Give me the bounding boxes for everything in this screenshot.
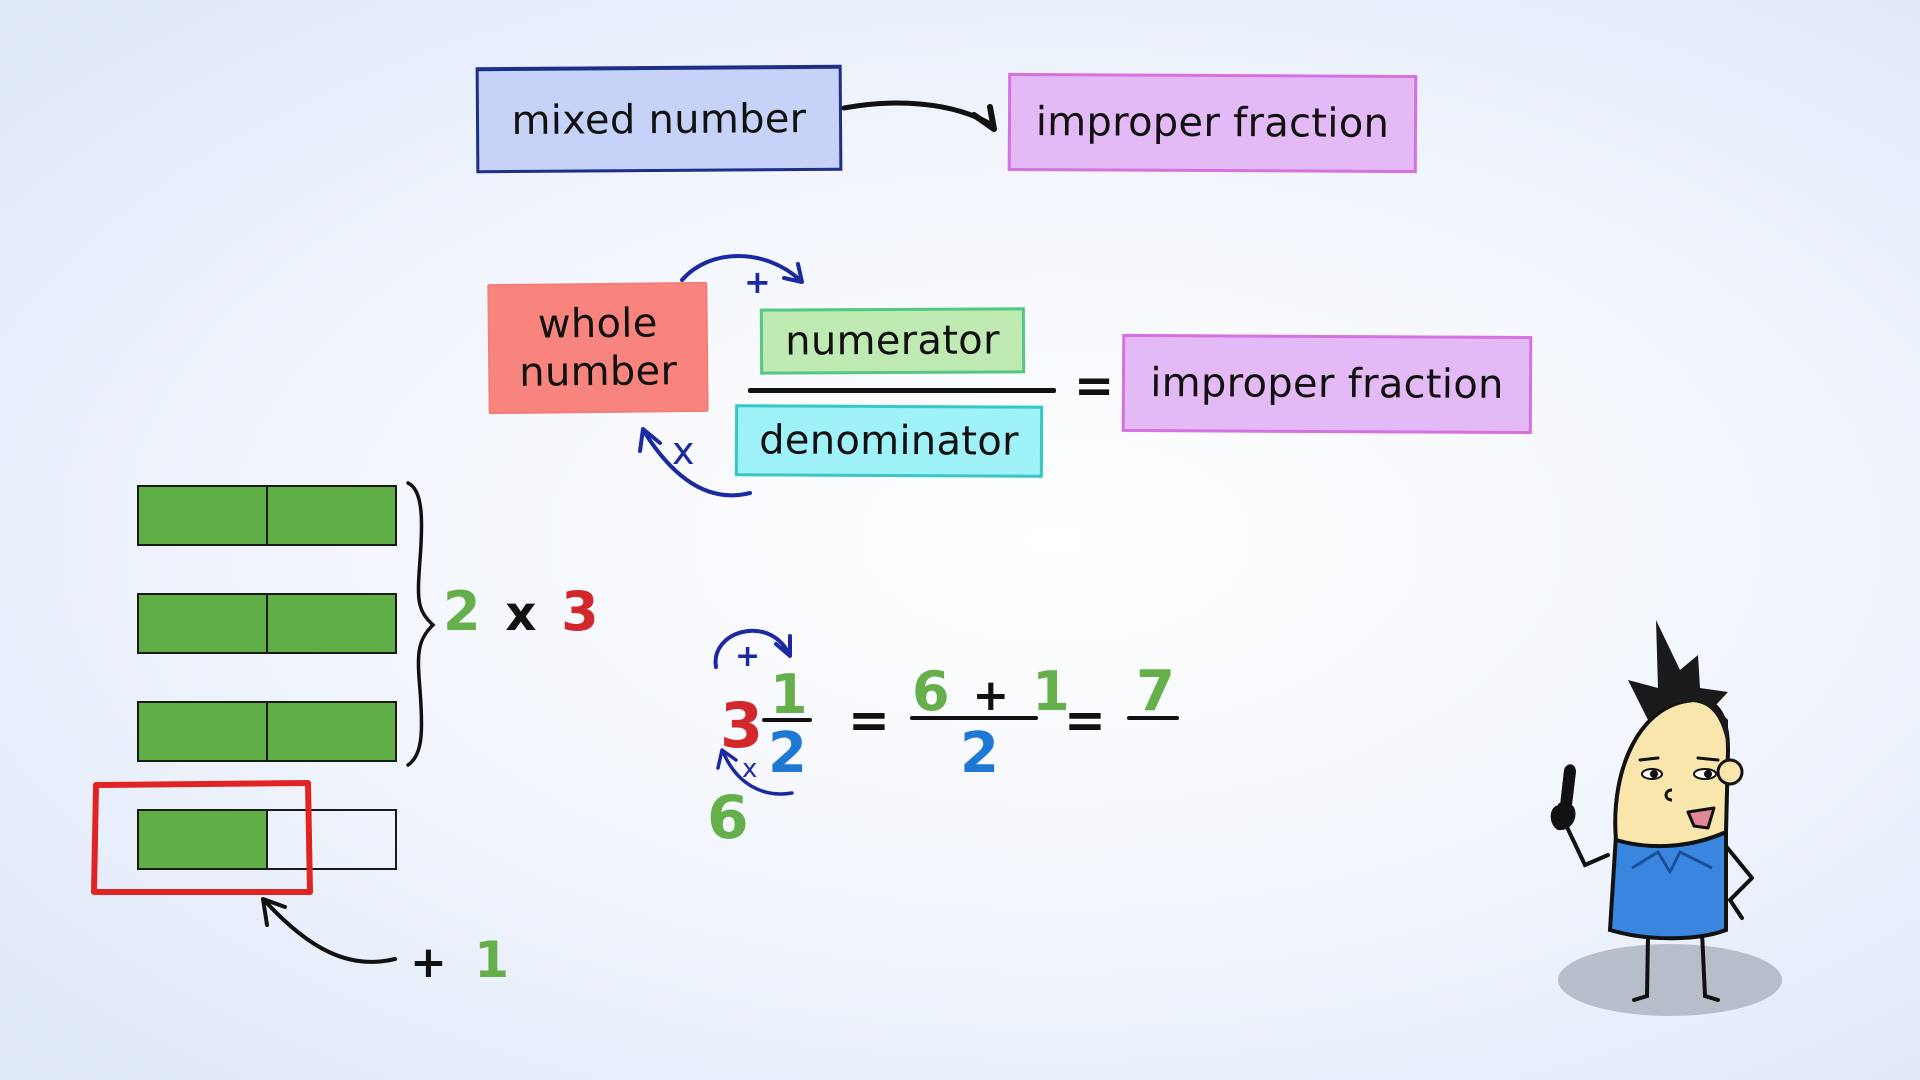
step-numerator-b: 1 xyxy=(1032,660,1070,723)
denominator-label: denominator xyxy=(759,417,1019,465)
example-step-fraction-bar xyxy=(910,716,1038,720)
bar-cell-filled xyxy=(139,811,266,868)
brace-expression: 2 x 3 xyxy=(443,585,599,639)
plus-one-label: + 1 xyxy=(410,935,509,985)
example-plus-arrow-icon xyxy=(713,628,792,669)
plus-symbol: + xyxy=(744,263,771,301)
step-numerator-a: 6 xyxy=(912,660,950,723)
example-denominator: 2 xyxy=(768,721,807,786)
bar-cell-filled xyxy=(266,487,395,544)
example-equals-2: = xyxy=(1064,691,1106,749)
example-numerator: 1 xyxy=(770,663,808,726)
cartoon-character xyxy=(1550,620,1782,1016)
bar-row-2 xyxy=(137,593,397,654)
brace-expr-a: 2 xyxy=(443,580,481,643)
numerator-label: numerator xyxy=(785,317,1000,365)
arrow-right-icon xyxy=(841,100,997,132)
example-product: 6 xyxy=(707,783,749,853)
example-fraction-bar xyxy=(762,718,812,722)
plus-one-op: + xyxy=(410,937,447,988)
bar-row-3 xyxy=(137,701,397,762)
example-equals-1: = xyxy=(848,691,890,749)
mixed-number-box: mixed number xyxy=(475,64,843,174)
example-result-fraction-bar xyxy=(1127,716,1179,720)
improper-fraction-box-result: improper fraction xyxy=(1121,333,1533,435)
bar-cell-empty xyxy=(266,811,395,868)
bar-row-4 xyxy=(137,809,397,870)
improper-fraction-label-result: improper fraction xyxy=(1150,360,1504,408)
mixed-number-label: mixed number xyxy=(511,95,807,144)
curved-arrow-icon xyxy=(261,897,397,964)
highlight-box xyxy=(91,780,313,895)
whole-number-label: whole number xyxy=(519,300,678,396)
bar-cell-filled xyxy=(139,487,266,544)
example-times-arrow-icon xyxy=(716,748,794,796)
bar-cell-filled xyxy=(139,703,266,760)
plus-one-value: 1 xyxy=(474,931,510,989)
equals-sign: = xyxy=(1074,358,1115,414)
plus-arrow-icon xyxy=(680,254,804,284)
whole-number-box: whole number xyxy=(487,281,709,415)
numerator-box: numerator xyxy=(759,307,1026,375)
step-numerator-op: + xyxy=(972,670,1010,721)
bar-cell-filled xyxy=(139,595,266,652)
example-step-denominator: 2 xyxy=(960,721,999,786)
example-whole: 3 xyxy=(720,689,764,762)
times-arrow-icon xyxy=(638,427,752,498)
times-symbol: x xyxy=(672,429,695,473)
improper-fraction-box-top: improper fraction xyxy=(1007,72,1418,174)
bar-cell-filled xyxy=(266,703,395,760)
brace-icon xyxy=(406,481,436,767)
bar-row-1 xyxy=(137,485,397,546)
example-result-numerator: 7 xyxy=(1136,659,1175,724)
brace-expr-op: x xyxy=(505,586,537,642)
example-times-symbol: x xyxy=(742,754,758,784)
example-step-numerator: 6 + 1 xyxy=(912,665,1070,719)
bar-cell-filled xyxy=(266,595,395,652)
denominator-box: denominator xyxy=(734,404,1044,478)
brace-expr-b: 3 xyxy=(561,580,599,643)
improper-fraction-label-top: improper fraction xyxy=(1035,99,1390,147)
example-plus-symbol: + xyxy=(735,639,761,674)
fraction-bar xyxy=(748,388,1056,393)
